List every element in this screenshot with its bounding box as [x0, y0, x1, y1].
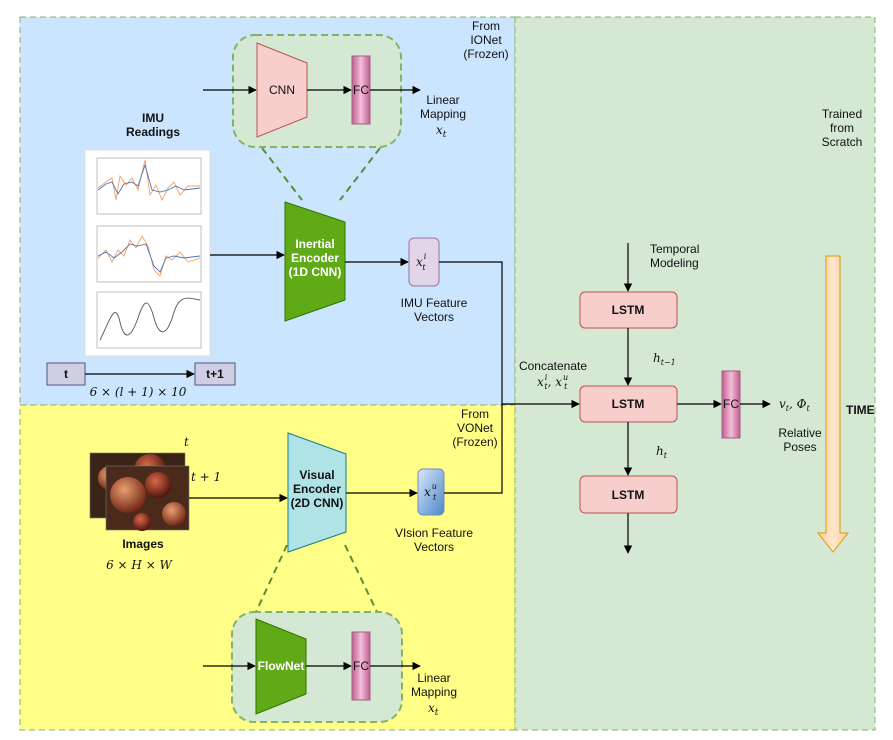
- vision-linear-mapping-symbol: xt: [428, 701, 439, 718]
- hidden-state-prev: ht−1: [653, 351, 676, 367]
- imu-cnn-label: CNN: [269, 83, 295, 97]
- visual-encoder-block: [287, 432, 347, 553]
- vision-callout-connector-right: [344, 544, 378, 613]
- concatenate-label: Concatenate: [519, 359, 587, 373]
- time-start-label: t: [64, 367, 68, 381]
- imu-subplot-roll: [96, 157, 202, 215]
- images-dimensions: 6 × H × W: [106, 558, 173, 572]
- hidden-state-current: ht: [656, 444, 668, 460]
- time-end-label: t+1: [206, 367, 224, 381]
- frame-t1-label: t + 1: [191, 470, 221, 484]
- vision-feature-to-concat-line: [444, 404, 503, 494]
- images-title: Images: [122, 537, 164, 551]
- inertial-encoder-block: [284, 201, 346, 322]
- imu-callout-connector-left: [261, 147, 303, 201]
- image-frames: [89, 452, 190, 531]
- lstm-middle-label: LSTM: [612, 397, 645, 411]
- time-arrow: [816, 255, 850, 553]
- imu-linear-mapping-symbol: xt: [436, 123, 447, 140]
- imu-subplot-pitch: [96, 225, 202, 283]
- imu-cnn-block: [256, 42, 308, 138]
- scratch-region: [514, 16, 876, 731]
- vision-fc-label: FC: [353, 659, 369, 673]
- output-fc-label: FC: [723, 397, 739, 411]
- imu-subplot-yaw: [96, 291, 202, 349]
- lstm-top-label: LSTM: [612, 303, 645, 317]
- time-end-box: [194, 362, 236, 386]
- imu-signal-roll-b: [97, 163, 201, 195]
- flownet-block: [255, 618, 307, 715]
- lstm-bottom-label: LSTM: [612, 488, 645, 502]
- vision-feature-vector: [417, 468, 445, 516]
- imu-fc-label: FC: [353, 83, 369, 97]
- imu-plot-panel: [84, 149, 211, 357]
- imu-dimensions: 6 × (l + 1) × 10: [90, 385, 187, 399]
- time-label: TIME: [846, 403, 875, 417]
- imu-signal-pitch-b: [97, 243, 201, 273]
- vision-callout-connector-left: [255, 544, 288, 613]
- imu-signal-yaw: [99, 297, 201, 341]
- imu-feature-vector: [408, 237, 440, 287]
- output-symbol: vt, Φt: [779, 397, 810, 413]
- frame-t-label: t: [184, 435, 189, 449]
- flownet-label: FlowNet: [258, 659, 305, 673]
- imu-callout-connector-right: [339, 147, 381, 201]
- imu-feature-to-concat-line: [439, 261, 580, 409]
